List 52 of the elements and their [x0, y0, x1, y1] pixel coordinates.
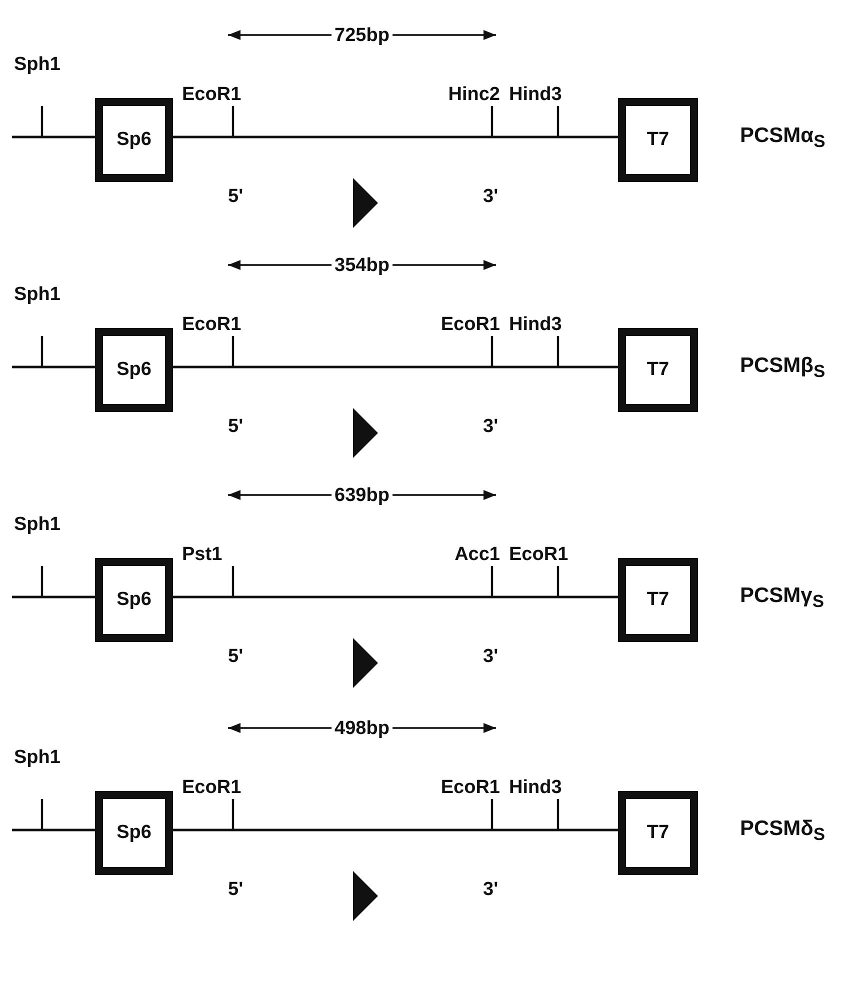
length-label: 725bp — [332, 26, 392, 45]
restriction-site-label: EcoR1 — [182, 778, 242, 797]
promoter-box — [95, 558, 173, 642]
plasmid-name: PCSMα$_{S}$ — [740, 125, 826, 151]
restriction-site-label: EcoR1 — [440, 315, 500, 334]
end-label: 3' — [483, 647, 498, 666]
restriction-site-label: Hind3 — [509, 85, 562, 104]
promoter-box — [618, 558, 698, 642]
promoter-label: T7 — [646, 822, 670, 844]
restriction-site-label: Hind3 — [509, 315, 562, 334]
end-label: 3' — [483, 417, 498, 436]
promoter-box — [618, 98, 698, 182]
length-label: 354bp — [332, 256, 392, 275]
end-label: 5' — [228, 880, 244, 899]
promoter-label: Sp6 — [116, 129, 152, 151]
promoter-box — [618, 328, 698, 412]
end-label: 3' — [483, 880, 498, 899]
restriction-site-label: Hind3 — [509, 778, 562, 797]
promoter-label: Sp6 — [116, 359, 152, 381]
promoter-label: T7 — [646, 129, 670, 151]
plasmid-name: PCSMβ$_{S}$ — [740, 355, 826, 381]
promoter-label: Sp6 — [116, 589, 152, 611]
restriction-site-label: EcoR1 — [509, 545, 568, 564]
promoter-label: T7 — [646, 589, 670, 611]
length-label: 639bp — [332, 486, 392, 505]
restriction-site-label: Acc1 — [454, 545, 500, 564]
promoter-box — [95, 98, 173, 182]
end-label: 5' — [228, 417, 244, 436]
promoter-box — [95, 791, 173, 875]
dna-line — [12, 596, 95, 598]
promoter-box — [618, 791, 698, 875]
promoter-label: T7 — [646, 359, 670, 381]
promoter-label: Sp6 — [116, 822, 152, 844]
dna-line — [12, 136, 95, 138]
length-label: 498bp — [332, 719, 392, 738]
promoter-box — [95, 328, 173, 412]
plasmid-name: PCSMδ$_{S}$ — [740, 818, 826, 844]
dna-line — [173, 366, 618, 368]
restriction-site-label: EcoR1 — [182, 85, 242, 104]
dna-line — [173, 136, 618, 138]
restriction-site-label: Pst1 — [182, 545, 222, 564]
restriction-site-label: Hinc2 — [448, 85, 500, 104]
dna-line — [173, 596, 618, 598]
restriction-site-label: EcoR1 — [440, 778, 500, 797]
end-label: 3' — [483, 187, 498, 206]
restriction-site-label: EcoR1 — [182, 315, 242, 334]
end-label: 5' — [228, 187, 244, 206]
dna-line — [12, 366, 95, 368]
plasmid-name: PCSMγ$_{S}$ — [740, 585, 824, 611]
dna-line — [173, 828, 618, 832]
end-label: 5' — [228, 647, 244, 666]
dna-line — [12, 828, 95, 832]
